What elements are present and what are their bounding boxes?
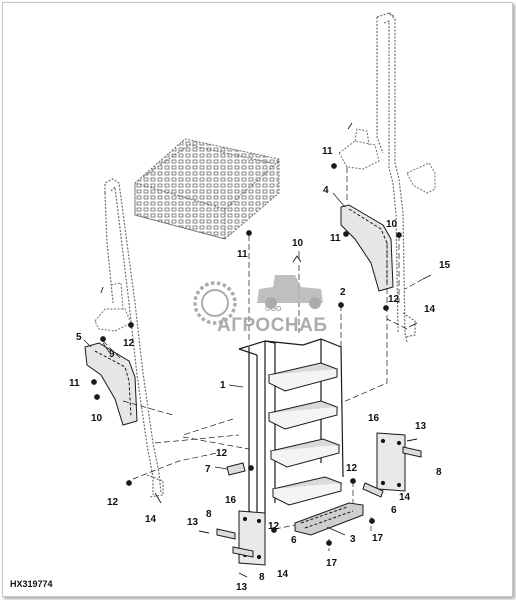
callout-17: 17 xyxy=(326,558,338,569)
callout-11: 11 xyxy=(69,378,80,389)
callout-13: 13 xyxy=(236,582,248,593)
clips xyxy=(216,446,422,558)
callout-5: 5 xyxy=(76,332,82,343)
leader-lines xyxy=(83,192,346,536)
callouts: 11 4 11 10 15 10 11 2 12 14 5 12 9 11 10… xyxy=(69,146,451,593)
tractor-icon xyxy=(257,275,323,303)
callout-13: 13 xyxy=(187,517,199,528)
bottom-step xyxy=(294,502,364,536)
callout-3: 3 xyxy=(350,534,356,545)
callout-16: 16 xyxy=(368,413,380,424)
callout-10: 10 xyxy=(386,219,398,230)
callout-15: 15 xyxy=(439,260,451,271)
left-handrail xyxy=(104,178,164,498)
watermark-prefix: ООО xyxy=(265,306,282,313)
callout-6: 6 xyxy=(291,535,297,546)
callout-13: 13 xyxy=(415,421,427,432)
callout-4: 4 xyxy=(323,185,329,196)
callout-8: 8 xyxy=(259,572,265,583)
watermark: ООО АГРОСНАБ xyxy=(193,275,328,336)
callout-10: 10 xyxy=(91,413,103,424)
guard-left xyxy=(84,342,138,426)
platform xyxy=(134,138,280,240)
callout-9: 9 xyxy=(109,349,115,360)
callout-14: 14 xyxy=(399,492,411,503)
callout-8: 8 xyxy=(436,467,442,478)
callout-1: 1 xyxy=(220,380,226,391)
callout-11: 11 xyxy=(330,233,341,244)
callout-12: 12 xyxy=(107,497,119,508)
callout-12: 12 xyxy=(216,448,228,459)
callout-12: 12 xyxy=(123,338,135,349)
watermark-brand: АГРОСНАБ xyxy=(217,315,328,336)
figure-id: HX319774 xyxy=(10,579,53,589)
callout-10: 10 xyxy=(292,238,304,249)
callout-14: 14 xyxy=(145,514,157,525)
callout-14: 14 xyxy=(424,304,436,315)
callout-12: 12 xyxy=(268,521,280,532)
callout-14: 14 xyxy=(277,569,289,580)
callout-7: 7 xyxy=(205,464,211,475)
left-upper-bracket xyxy=(94,282,132,332)
guard-right xyxy=(340,204,394,292)
ladder-steps xyxy=(267,362,343,506)
right-upper-bracket xyxy=(338,128,436,194)
callout-12: 12 xyxy=(346,463,358,474)
assembly-lines xyxy=(102,167,424,551)
callout-12: 12 xyxy=(388,294,400,305)
callout-8: 8 xyxy=(206,509,212,520)
callout-17: 17 xyxy=(372,533,384,544)
callout-2: 2 xyxy=(340,287,346,298)
callout-11: 11 xyxy=(322,146,333,157)
callout-16: 16 xyxy=(225,495,237,506)
callout-11: 11 xyxy=(237,249,248,260)
right-handrail xyxy=(376,12,416,344)
parts-diagram: ООО АГРОСНАБ 11 4 11 10 15 10 11 2 12 14… xyxy=(10,12,451,593)
callout-6: 6 xyxy=(391,505,397,516)
